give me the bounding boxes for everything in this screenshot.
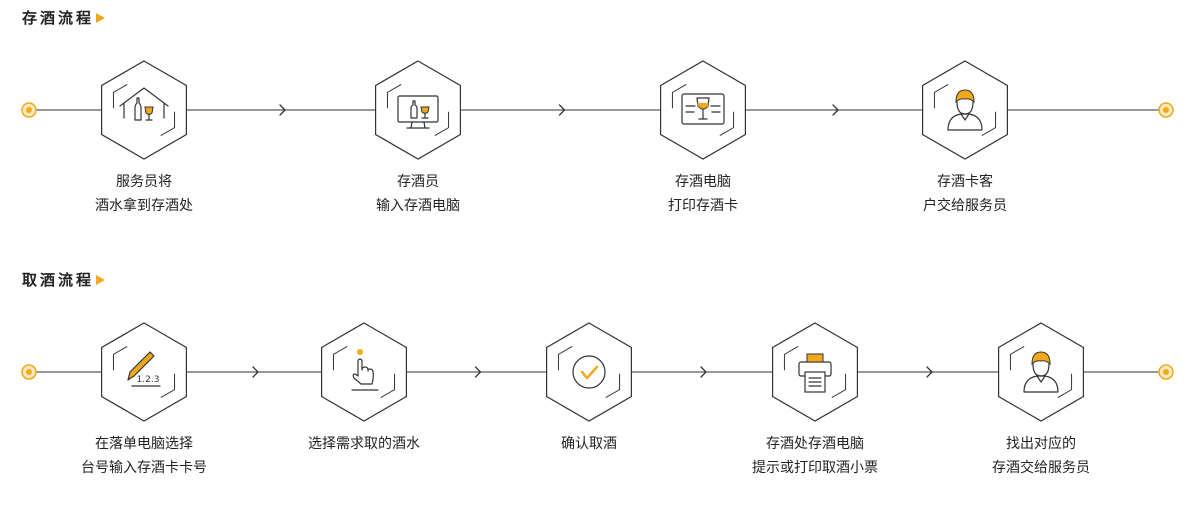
step-label: 存酒员输入存酒电脑 [308, 170, 528, 218]
step-label: 确认取酒 [479, 432, 699, 456]
flow-arrow-icon [252, 366, 259, 378]
flow-end-dot-icon [1158, 364, 1174, 380]
step-label-line: 存酒交给服务员 [992, 460, 1090, 476]
step-label-line: 在落单电脑选择 [95, 436, 193, 452]
step-label-line: 打印存酒卡 [668, 198, 738, 214]
step-hexagon [374, 60, 462, 160]
title-arrow-icon [96, 274, 106, 285]
tap-finger-icon [351, 349, 379, 391]
title-arrow-icon [96, 12, 106, 23]
flow-start-dot-icon [21, 364, 37, 380]
house-bottle-icon [119, 87, 169, 121]
step-label: 找出对应的存酒交给服务员 [931, 432, 1151, 480]
step-hexagon [997, 322, 1085, 422]
printer-icon [798, 353, 832, 393]
step-label: 存酒卡客户交给服务员 [855, 170, 1075, 218]
step-hexagon [545, 322, 633, 422]
step-hexagon [100, 60, 188, 160]
step-label: 存酒电脑打印存酒卡 [593, 170, 813, 218]
step-label-line: 输入存酒电脑 [376, 198, 460, 214]
step-label: 选择需求取的酒水 [254, 432, 474, 456]
flow-arrow-icon [279, 104, 286, 116]
step-label-line: 酒水拿到存酒处 [95, 198, 193, 214]
pencil-number-icon: 1.2.3 [127, 351, 161, 387]
step-label: 服务员将酒水拿到存酒处 [34, 170, 254, 218]
step-hexagon [659, 60, 747, 160]
step-label: 在落单电脑选择台号输入存酒卡卡号 [34, 432, 254, 480]
step-label-line: 存酒处存酒电脑 [766, 436, 864, 452]
flow-arrow-icon [558, 104, 566, 116]
step-label-line: 存酒员 [397, 174, 439, 190]
store-flow-diagram [21, 60, 1174, 160]
step-hexagon [921, 60, 1009, 160]
flow-start-dot-icon [21, 102, 37, 118]
svg-text:1.2.3: 1.2.3 [137, 375, 160, 385]
wine-card-icon [681, 93, 725, 125]
check-circle-icon [572, 355, 606, 389]
flow-arrow-icon [926, 366, 933, 378]
retrieve-flow-diagram: 1.2.3 [21, 322, 1174, 422]
flow-arrow-icon [474, 366, 482, 378]
step-label-line: 确认取酒 [561, 436, 617, 452]
step-label-line: 存酒电脑 [675, 174, 731, 190]
flow-end-dot-icon [1158, 102, 1174, 118]
store-flow-title: 存酒流程 [22, 7, 106, 28]
step-hexagon [320, 322, 408, 422]
step-hexagon: 1.2.3 [100, 322, 188, 422]
flow-arrow-icon [700, 366, 707, 378]
step-label-line: 提示或打印取酒小票 [752, 460, 878, 476]
step-label-line: 选择需求取的酒水 [308, 436, 420, 452]
step-label-line: 台号输入存酒卡卡号 [81, 460, 207, 476]
step-hexagon [771, 322, 859, 422]
retrieve-flow-title: 取酒流程 [22, 269, 106, 290]
step-label-line: 服务员将 [116, 174, 172, 190]
step-label: 存酒处存酒电脑提示或打印取酒小票 [705, 432, 925, 480]
monitor-bottle-icon [397, 95, 439, 129]
waiter-icon [1023, 351, 1059, 393]
flow-arrow-icon [832, 104, 839, 116]
step-label-line: 户交给服务员 [923, 198, 1007, 214]
waiter-icon [947, 89, 983, 131]
step-label-line: 存酒卡客 [937, 174, 993, 190]
step-label-line: 找出对应的 [1006, 436, 1076, 452]
